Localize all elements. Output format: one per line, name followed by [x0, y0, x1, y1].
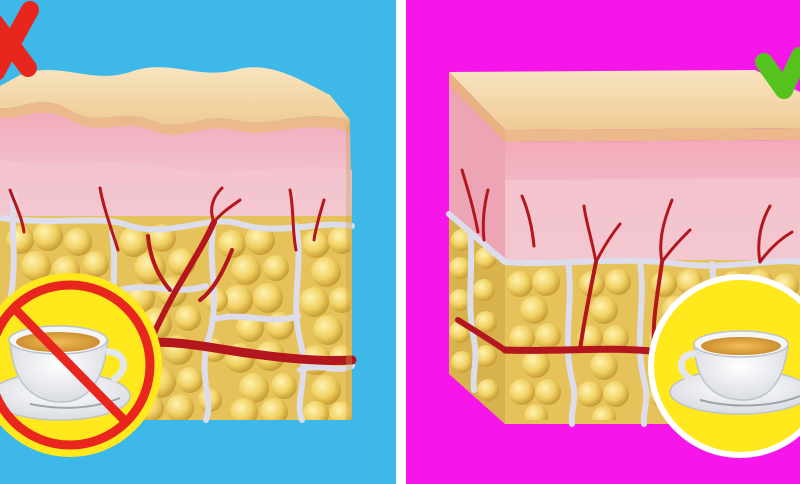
left-panel — [0, 0, 396, 484]
left-epidermis-edge — [0, 101, 350, 135]
right-dermis-side — [449, 86, 505, 264]
tea-cup-icon — [648, 274, 800, 458]
left-dermis-lower — [0, 160, 352, 234]
check-icon — [755, 47, 800, 99]
left-block-side — [346, 120, 352, 420]
right-epidermis-top — [449, 70, 800, 130]
crossed-tea-icon — [0, 273, 162, 457]
left-blood-vessels — [8, 186, 357, 366]
left-epidermis — [0, 67, 350, 125]
right-epidermis-side — [449, 72, 505, 142]
right-epidermis-front — [505, 128, 800, 142]
panel-divider — [396, 0, 406, 484]
right-dermis-lower — [505, 178, 800, 264]
right-panel — [406, 0, 800, 484]
cross-icon — [0, 1, 39, 81]
